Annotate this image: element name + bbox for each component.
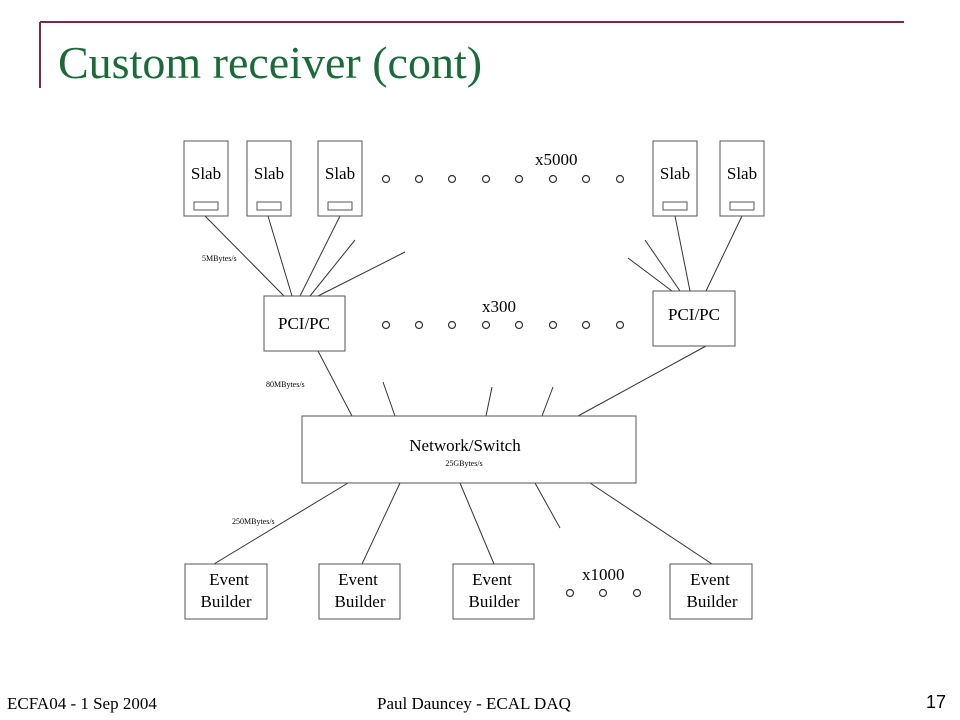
- slab-multiplicity: x5000: [535, 150, 578, 169]
- pci-network-links: [317, 345, 707, 417]
- event-builder-2: Event Builder: [318, 563, 401, 620]
- pci-box-right: PCI/PC: [652, 290, 736, 347]
- slab-2: Slab: [246, 140, 292, 217]
- slab-2-connector: [256, 201, 282, 211]
- event-multiplicity: x1000: [582, 565, 625, 584]
- pci-rate-label: 80MBytes/s: [266, 380, 305, 389]
- event-builder-1-line2: Builder: [201, 592, 252, 611]
- event-builder-4-line1: Event: [690, 570, 730, 589]
- slab-5-label: Slab: [727, 164, 757, 183]
- slab-rate-label: 5MBytes/s: [202, 254, 237, 263]
- page-number: 17: [926, 692, 947, 712]
- slab-links-right: [627, 215, 743, 292]
- network-switch-box: Network/Switch 25GBytes/s: [301, 415, 637, 484]
- event-builder-2-line2: Builder: [335, 592, 386, 611]
- network-label: Network/Switch: [409, 436, 521, 455]
- event-builder-1-line1: Event: [209, 570, 249, 589]
- event-rate-label: 250MBytes/s: [232, 517, 275, 526]
- slab-1-label: Slab: [191, 164, 221, 183]
- pci-right-label: PCI/PC: [668, 305, 720, 324]
- event-builder-1: Event Builder: [184, 563, 268, 620]
- pci-ellipsis-dots: [381, 320, 625, 330]
- event-builder-3: Event Builder: [452, 563, 535, 620]
- pci-box-left: PCI/PC: [263, 295, 346, 352]
- network-event-links: [213, 482, 713, 565]
- event-builder-3-line2: Builder: [469, 592, 520, 611]
- slab-ellipsis-dots: [381, 174, 625, 184]
- footer-author: Paul Dauncey - ECAL DAQ: [377, 694, 571, 713]
- event-builder-2-line1: Event: [338, 570, 378, 589]
- slab-4: Slab: [652, 140, 698, 217]
- slab-5-connector: [729, 201, 755, 211]
- slab-links-left: [204, 215, 406, 297]
- slab-3-label: Slab: [325, 164, 355, 183]
- slab-1: Slab: [183, 140, 229, 217]
- pci-multiplicity: x300: [482, 297, 516, 316]
- pci-left-label: PCI/PC: [278, 314, 330, 333]
- event-builder-3-line1: Event: [472, 570, 512, 589]
- event-ellipsis-dots: [565, 588, 642, 598]
- slab-4-label: Slab: [660, 164, 690, 183]
- slab-2-label: Slab: [254, 164, 284, 183]
- event-builder-4-line2: Builder: [687, 592, 738, 611]
- footer-date: ECFA04 - 1 Sep 2004: [7, 694, 157, 713]
- event-builder-4: Event Builder: [669, 563, 753, 620]
- slab-3: Slab: [317, 140, 363, 217]
- network-rate: 25GBytes/s: [445, 459, 482, 468]
- slab-1-connector: [193, 201, 219, 211]
- slab-5: Slab: [719, 140, 765, 217]
- slab-4-connector: [662, 201, 688, 211]
- slab-3-connector: [327, 201, 353, 211]
- slide-title: Custom receiver (cont): [58, 37, 483, 88]
